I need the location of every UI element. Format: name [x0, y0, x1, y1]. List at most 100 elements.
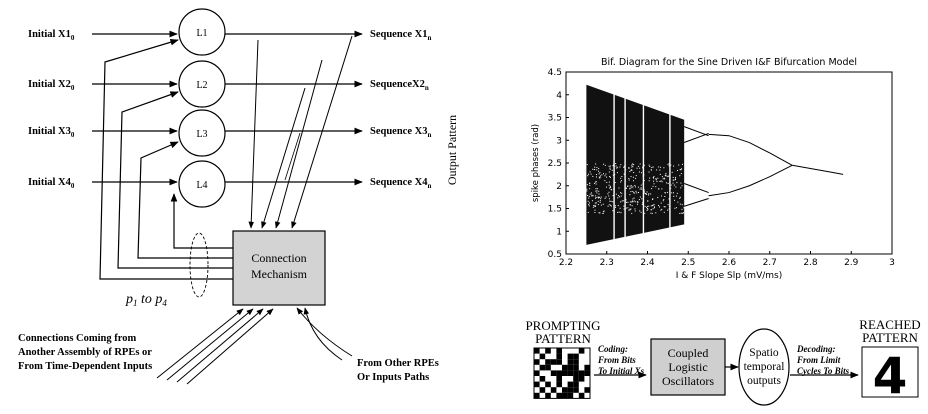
chaos-point	[657, 197, 659, 199]
oscillators-label-2: Logistic	[668, 360, 707, 374]
chaos-point	[628, 177, 630, 179]
chaos-point	[634, 184, 636, 186]
chaos-point	[636, 203, 638, 205]
chaos-point	[596, 169, 598, 171]
x-tick-label-3: 3	[889, 258, 895, 268]
chaos-point	[616, 172, 618, 174]
y-tick-label-2.5: 2.5	[548, 159, 562, 169]
chart-marks	[586, 84, 844, 245]
chaos-point	[621, 176, 623, 178]
chaos-point	[602, 211, 604, 213]
chaos-point	[644, 193, 646, 195]
chaos-point	[668, 163, 670, 165]
chaos-point	[653, 177, 655, 179]
chaos-point	[622, 200, 624, 202]
chaos-point	[683, 207, 685, 209]
prompt-cell	[578, 370, 585, 376]
chaos-point	[623, 208, 625, 210]
chaos-point	[620, 201, 622, 203]
chaos-point	[634, 186, 636, 188]
chaos-point	[590, 173, 592, 175]
chaos-point	[663, 206, 665, 208]
chaos-point	[595, 181, 597, 183]
feedback-line-5	[284, 132, 301, 181]
chaos-point	[597, 196, 599, 198]
pattern-flow-diagram: PROMPTING PATTERN Coding: From Bits To I…	[525, 317, 921, 406]
chaos-point	[608, 184, 610, 186]
chaos-point	[667, 204, 669, 206]
chaos-point	[623, 165, 625, 167]
chaos-point	[652, 205, 654, 207]
chaos-point	[593, 204, 595, 206]
chaos-point	[588, 205, 590, 207]
reached-pattern-grid: 4	[861, 346, 919, 405]
chaos-point	[591, 200, 593, 202]
prompt-cell	[573, 364, 579, 371]
node-l4: L4	[178, 160, 226, 208]
chaos-point	[660, 180, 662, 182]
p1-line	[99, 38, 233, 280]
chaos-point	[668, 208, 670, 210]
chaos-point	[615, 193, 617, 195]
connections-label-1: Connections Coming from	[18, 333, 136, 344]
chaos-point	[643, 164, 645, 166]
chaos-point	[634, 210, 636, 212]
chaos-point	[627, 185, 629, 187]
chaos-point	[632, 201, 634, 203]
chaos-point	[631, 212, 633, 214]
chaos-point	[612, 201, 614, 203]
chaos-point	[675, 179, 677, 181]
p-range-label: p1 to p4	[125, 292, 167, 308]
x-tick-label-2.2: 2.2	[559, 258, 573, 268]
chaos-point	[628, 179, 630, 181]
x-tick-label-2.8: 2.8	[803, 258, 818, 268]
chaos-point	[664, 174, 666, 176]
chaos-point	[595, 181, 597, 183]
chaos-point	[638, 171, 640, 173]
chaos-point	[668, 198, 670, 200]
y-tick-label-3: 3	[556, 136, 562, 146]
chaos-point	[608, 165, 610, 167]
chaos-point	[629, 209, 631, 211]
other-rpes-label-2: Or Inputs Paths	[357, 372, 429, 383]
chaos-point	[596, 166, 598, 168]
chaos-point	[628, 209, 630, 211]
chaos-point	[667, 163, 669, 165]
chaos-point	[599, 200, 601, 202]
chaos-point	[598, 190, 600, 192]
chaos-point	[661, 195, 663, 197]
prompt-cell	[573, 353, 579, 360]
chaos-point	[632, 180, 634, 182]
output-label-x4: Sequence X4n	[370, 177, 431, 190]
chaos-point	[594, 209, 596, 211]
chaos-point	[623, 173, 625, 175]
chaos-point	[612, 165, 614, 167]
output-label-x2: SequenceX2n	[370, 79, 429, 92]
chaos-point	[594, 205, 596, 207]
chaos-point	[595, 163, 597, 165]
node-l1: L1	[178, 8, 226, 56]
chaos-point	[618, 211, 620, 213]
coupled-oscillators-box: Coupled Logistic Oscillators	[650, 338, 726, 396]
chaos-point	[609, 165, 611, 167]
chaos-point	[681, 185, 683, 187]
chaos-point	[641, 172, 643, 174]
chaos-point	[653, 183, 655, 185]
chaos-point	[656, 169, 658, 171]
chaos-point	[674, 199, 676, 201]
chaos-point	[595, 195, 597, 197]
chaos-point	[631, 205, 633, 207]
chart-title: Bif. Diagram for the Sine Driven I&F Bif…	[601, 57, 857, 68]
output-label-x3: Sequence X3n	[370, 126, 431, 139]
chaos-point	[599, 172, 601, 174]
node-l3-label: L3	[196, 129, 207, 140]
chaos-point	[628, 166, 630, 168]
chaos-point	[606, 176, 608, 178]
spatiotemporal-label-1: Spatio	[749, 347, 779, 359]
chaos-point	[591, 194, 593, 196]
input-label-x3: Initial X30	[28, 126, 75, 139]
x-tick-label-2.9: 2.9	[844, 258, 859, 268]
chaos-point	[620, 192, 622, 194]
chaos-point	[614, 205, 616, 207]
chaos-point	[657, 177, 659, 179]
